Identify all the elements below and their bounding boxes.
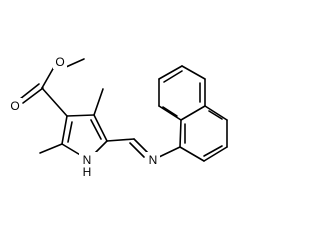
- bond-n-c8a-c8: [180, 105, 206, 121]
- bond-n-naphthyl: [158, 146, 181, 158]
- bond-n-c4a-c4: [204, 105, 228, 121]
- bond-n-c2-c1: [179, 146, 205, 162]
- bond-n-c8-c7: [158, 105, 182, 121]
- atom-label-pyrrole-h: H: [83, 165, 92, 179]
- bond-c5-c4-inner: [90, 119, 102, 140]
- atom-label-pyrrole-n: N: [83, 153, 92, 167]
- bond-carbonyl-double-a: [22, 87, 44, 104]
- bond-carbonyl-c-to-ring: [41, 87, 68, 117]
- bond-c3-c4: [66, 114, 95, 117]
- bond-c3-c2: [61, 115, 68, 145]
- bond-ch-n-double-b: [129, 142, 145, 158]
- bond-c2-methyl: [39, 143, 63, 154]
- ester-group: [19, 58, 85, 117]
- bond-n-c3-c2: [203, 146, 228, 162]
- bond-n-lower-inner-1: [208, 110, 223, 120]
- bond-c5-ch: [106, 138, 135, 142]
- bond-n-lower-inner-2: [203, 145, 223, 157]
- imine-linker: [106, 138, 181, 158]
- bond-c4-methyl: [93, 88, 104, 116]
- bond-n-upper-inner-1: [162, 106, 178, 117]
- bond-c5-c4: [93, 114, 108, 142]
- bond-carbonyl-double-b: [19, 83, 40, 100]
- bond-c3-c2-inner: [67, 121, 73, 143]
- bond-c2-nh: [61, 143, 83, 157]
- naphthalene-ring-system: [158, 65, 228, 162]
- atom-label-ester-ether-o: O: [55, 55, 64, 69]
- bond-n-upper-inner-2: [163, 70, 183, 83]
- bond-n-c6-c5: [158, 65, 183, 80]
- bond-ether-o-to-carbonyl-c: [41, 66, 55, 89]
- atom-label-carbonyl-o: O: [10, 99, 19, 113]
- bond-ch-n-double-a: [133, 138, 149, 154]
- bond-n-c1-c8a: [179, 119, 182, 148]
- pyrrole-ring: [61, 114, 108, 157]
- bond-n-c5-c4a: [181, 65, 206, 80]
- atom-label-imine-n: N: [149, 153, 158, 167]
- bond-methyl-to-ether-o: [65, 58, 85, 68]
